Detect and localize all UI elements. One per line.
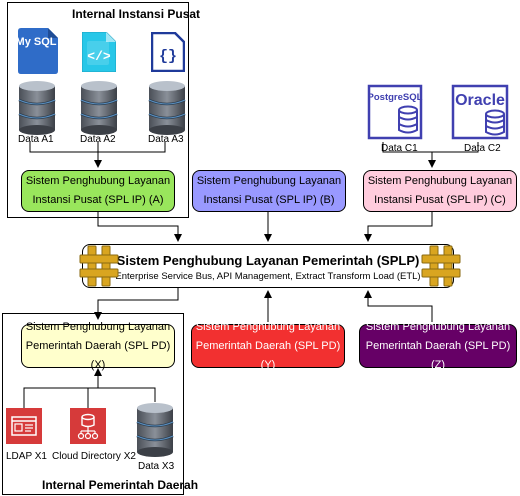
code-file-icon: </> (82, 32, 116, 72)
spl-pd-x-node: Sistem Penghubung Layanan Pemerintah Dae… (21, 321, 175, 371)
spl-pd-x-line1: Sistem Penghubung Layanan (25, 320, 171, 333)
esb-left-icon (79, 245, 119, 287)
spl-pd-z-line2: Pemerintah Daerah (SPL PD) (Z) (365, 339, 511, 371)
ldap-icon (6, 408, 42, 444)
spl-ip-c-node: Sistem Penghubung Layanan Instansi Pusat… (363, 170, 517, 212)
spl-pd-x-line2: Pemerintah Daerah (SPL PD) (X) (25, 339, 171, 371)
spl-ip-c-line2: Instansi Pusat (SPL IP) (C) (374, 194, 506, 206)
postgresql-db-icon: PostgreSQL (368, 84, 423, 140)
splp-title: Sistem Penghubung Layanan Pemerintah (SP… (116, 253, 420, 268)
svg-text:</>: </> (87, 49, 111, 64)
spl-ip-b-line2: Instansi Pusat (SPL IP) (B) (203, 194, 335, 206)
oracle-db-icon: Oracle (451, 84, 509, 140)
spl-ip-b-node: Sistem Penghubung Layanan Instansi Pusat… (192, 170, 346, 212)
mysql-icon: My SQL (18, 28, 58, 74)
datastore-label-a2: Data A2 (80, 134, 116, 145)
mysql-icon-label: My SQL (18, 36, 57, 48)
database-icon-a1 (18, 81, 56, 135)
spl-ip-a-line2: Instansi Pusat (SPL IP) (A) (32, 194, 164, 206)
datastore-label-c2: Data C2 (464, 143, 501, 154)
cloud-directory-icon (70, 408, 106, 444)
spl-ip-b-line1: Sistem Penghubung Layanan (196, 175, 342, 187)
datastore-label-ldap: LDAP X1 (6, 451, 47, 462)
spl-ip-a-node: Sistem Penghubung Layanan Instansi Pusat… (21, 170, 175, 212)
oracle-label: Oracle (455, 92, 505, 109)
svg-text:{}: {} (159, 48, 177, 65)
datastore-label-x3: Data X3 (138, 461, 175, 472)
spl-ip-a-line1: Sistem Penghubung Layanan (25, 175, 171, 187)
spl-pd-z-node: Sistem Penghubung Layanan Pemerintah Dae… (359, 321, 517, 371)
splp-bus-node: Sistem Penghubung Layanan Pemerintah (SP… (82, 244, 454, 288)
datastore-label-c1: Data C1 (381, 143, 418, 154)
datastore-label-cloud-directory: Cloud Directory X2 (52, 451, 136, 462)
region-pemerintah-daerah (2, 313, 184, 495)
region-pemerintah-daerah-title: Internal Pemerintah Daerah (42, 478, 199, 492)
spl-ip-c-line1: Sistem Penghubung Layanan (367, 175, 513, 187)
json-file-icon: {} (151, 32, 185, 72)
spl-pd-y-line2: Pemerintah Daerah (SPL PD) (Y) (195, 339, 341, 371)
region-instansi-pusat-title: Internal Instansi Pusat (72, 7, 201, 21)
spl-pd-z-line1: Sistem Penghubung Layanan (365, 320, 511, 333)
splp-subtitle: Enterprise Service Bus, API Management, … (115, 271, 421, 282)
spl-pd-y-node: Sistem Penghubung Layanan Pemerintah Dae… (191, 321, 345, 371)
database-icon-x3 (136, 403, 174, 457)
esb-right-icon (421, 245, 461, 287)
datastore-label-a3: Data A3 (148, 134, 184, 145)
database-icon-a3 (148, 81, 186, 135)
datastore-label-a1: Data A1 (18, 134, 54, 145)
postgresql-label: PostgreSQL (368, 92, 423, 103)
database-icon-a2 (80, 81, 118, 135)
spl-pd-y-line1: Sistem Penghubung Layanan (195, 320, 341, 333)
